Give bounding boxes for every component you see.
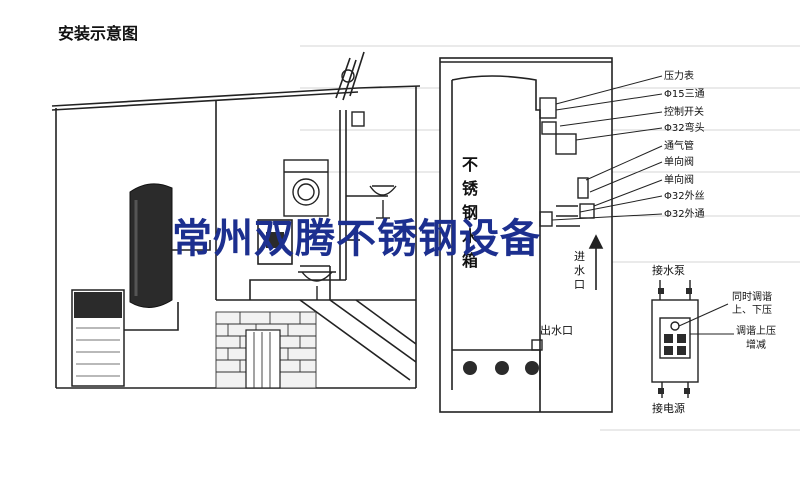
tank-bottom-ports [463, 361, 539, 375]
power-label: 接电源 [652, 401, 685, 415]
callout-outer-coupling: Φ32外通 [664, 208, 705, 220]
control-box-terminals [658, 288, 692, 394]
adjust-leaders [678, 303, 734, 335]
pump-label: 接水泵 [652, 264, 685, 277]
callout-pressure-gauge: 压力表 [664, 69, 694, 82]
callout-check-valve-2: 单向阀 [664, 173, 694, 186]
roof-valve [341, 69, 365, 127]
tank-label: 不 锈 钢 水 箱 [462, 155, 479, 270]
water-heater [257, 219, 293, 265]
callout-check-valve-1: 单向阀 [664, 155, 694, 168]
adjust-both-line2: 上、下压 [732, 304, 772, 316]
callout-control-switch: 控制开关 [664, 105, 704, 118]
pressure-tank [129, 183, 173, 308]
adjust-labels: 同时调谐 上、下压 调谐上压 增减 [732, 291, 776, 351]
tank-label-char: 水 [462, 227, 479, 246]
outlet-label: 出水口 [540, 323, 573, 337]
control-box [651, 280, 699, 398]
house-sketch [51, 85, 421, 389]
tank-frame [439, 57, 613, 413]
tank-label-char: 箱 [462, 251, 478, 270]
watermark: 常州双腾不锈钢设备 [172, 216, 541, 262]
inlet-char: 口 [574, 278, 585, 291]
tank-label-char: 锈 [462, 179, 479, 198]
callout-elbow: Φ32弯头 [664, 121, 705, 134]
callout-vent-pipe: 通气管 [664, 139, 694, 152]
inlet-label: 进 水 口 [574, 250, 585, 291]
tank-label-char: 钢 [462, 203, 478, 222]
callout-outer-thread: Φ32外丝 [664, 190, 705, 202]
washing-machine [283, 159, 329, 217]
adjust-both-line1: 同时调谐 [732, 291, 772, 303]
adjust-upper-line1: 调谐上压 [736, 325, 776, 337]
inlet-arrow [588, 234, 604, 290]
tank-label-char: 不 [462, 155, 478, 174]
inlet-char: 进 [574, 250, 585, 263]
callout-tee: Φ15三通 [664, 88, 705, 100]
outlet-pipe [531, 339, 543, 351]
callout-labels: 压力表 Φ15三通 控制开关 Φ32弯头 通气管 单向阀 单向阀 Φ32外丝 Φ… [664, 69, 705, 220]
fittings [539, 97, 595, 227]
inlet-char: 水 [574, 264, 585, 277]
brick-foundation [215, 311, 317, 389]
sink [298, 271, 336, 300]
adjust-upper-line2: 增减 [746, 338, 766, 351]
washbasin [369, 185, 397, 219]
callout-leaders [551, 75, 663, 221]
page-title: 安装示意图 [58, 24, 139, 43]
reservoir [71, 289, 125, 387]
